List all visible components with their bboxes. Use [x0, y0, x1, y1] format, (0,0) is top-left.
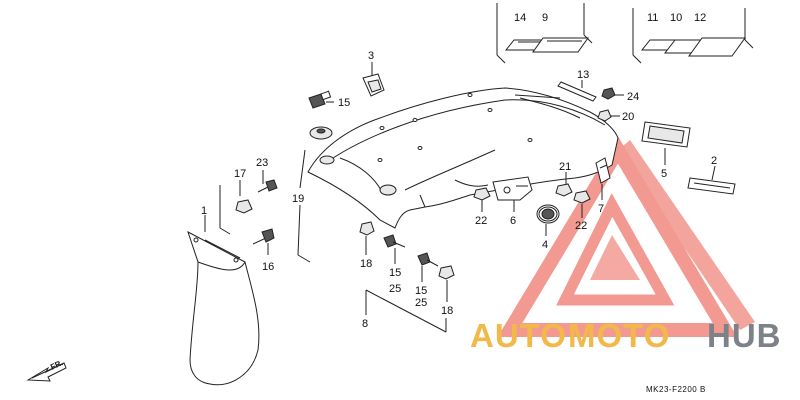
- bolt-15-mid: [383, 234, 406, 248]
- nut-22-left: [473, 187, 491, 201]
- callout-1: 1: [201, 205, 207, 217]
- callout-8: 8: [362, 318, 368, 330]
- callout-19: 19: [292, 193, 304, 205]
- callout-5: 5: [661, 168, 667, 180]
- bracket-frame-left: [496, 3, 593, 64]
- callout-3: 3: [368, 50, 374, 62]
- stripe-decal-13: [557, 81, 597, 102]
- callout-12: 12: [694, 12, 706, 24]
- callout-24: 24: [627, 91, 639, 103]
- leader-lines: [204, 62, 716, 333]
- washer-17: [235, 199, 253, 214]
- rear-fender: [307, 87, 619, 229]
- mud-flap: [187, 230, 260, 386]
- watermark-auto: AUTO: [470, 317, 567, 354]
- nut-20: [597, 109, 612, 122]
- callout-11: 11: [647, 12, 658, 24]
- front-direction-arrow: [26, 362, 67, 382]
- callout-15-right: 15: [415, 285, 427, 297]
- callout-4: 4: [542, 239, 548, 251]
- bolt-16: [252, 228, 275, 245]
- callout-23: 23: [256, 157, 268, 169]
- callout-15-mid: 15: [389, 267, 401, 279]
- callout-21: 21: [559, 161, 571, 173]
- callout-2: 2: [711, 155, 717, 167]
- callout-15-top: 15: [338, 97, 350, 109]
- bracket-frame-right: [632, 8, 754, 64]
- reflector-5: [641, 121, 691, 148]
- nut-21: [555, 183, 573, 197]
- nut-18-left: [359, 221, 375, 236]
- clip-7: [595, 157, 611, 184]
- watermark-text: AUTO MOTO HUB: [470, 317, 782, 354]
- reflector-2: [687, 177, 736, 195]
- stripe-decal-14: [504, 39, 547, 51]
- watermark-hub: HUB: [707, 317, 782, 354]
- drawing-code: MK23-F2200 B: [646, 385, 706, 394]
- callout-25-mid: 25: [389, 283, 401, 295]
- callout-13: 13: [577, 69, 589, 81]
- clip-3: [362, 73, 385, 97]
- callout-9: 9: [542, 12, 548, 24]
- nut-18-right: [438, 265, 455, 280]
- callouts: 14 9 11 10 12 3 13 24 15 20 2 21 23 17 5…: [201, 12, 717, 330]
- watermark-logo: [497, 136, 755, 337]
- watermark-moto: MOTO: [568, 317, 670, 354]
- callout-20: 20: [622, 111, 634, 123]
- callout-18-right: 18: [441, 305, 453, 317]
- bracket-6: [492, 176, 533, 201]
- callout-17: 17: [234, 168, 246, 180]
- bolt-24: [601, 87, 616, 100]
- callout-25-right: 25: [415, 297, 427, 309]
- bolt-15-right: [417, 252, 439, 267]
- stripe-decal-12: [688, 37, 746, 57]
- callout-16: 16: [262, 261, 274, 273]
- callout-10: 10: [670, 12, 682, 24]
- nut-22-right: [573, 190, 591, 204]
- callout-22-right: 22: [575, 220, 587, 232]
- callout-6: 6: [510, 215, 516, 227]
- callout-22-left: 22: [475, 215, 487, 227]
- stripe-decal-9: [532, 37, 589, 53]
- callout-14: 14: [514, 12, 526, 24]
- callout-18-left: 18: [360, 258, 372, 270]
- callout-7: 7: [598, 203, 604, 215]
- bolt-15-top: [308, 90, 332, 109]
- grommet-4: [536, 204, 560, 224]
- bolt-23: [257, 179, 278, 193]
- grommet-19: [309, 126, 333, 140]
